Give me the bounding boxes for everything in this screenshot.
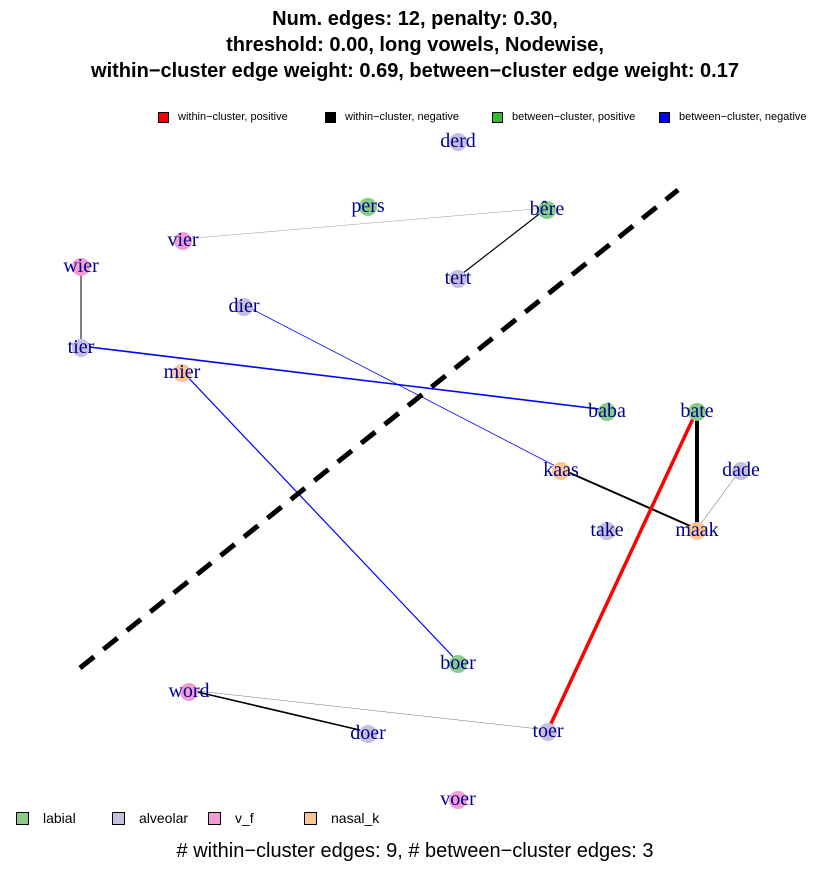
legend-swatch-black bbox=[325, 111, 336, 123]
cluster-swatch-v-f bbox=[208, 811, 221, 825]
node-dot-0 bbox=[449, 133, 467, 151]
node-16: word bbox=[168, 680, 209, 702]
cluster-legend-v-f: v_f bbox=[208, 810, 254, 826]
node-dot-1 bbox=[359, 198, 377, 216]
node-dot-6 bbox=[235, 298, 253, 316]
node-9: baba bbox=[588, 400, 626, 422]
node-label-14: maak bbox=[675, 519, 718, 541]
node-label-2: bêre bbox=[530, 198, 565, 220]
plot-title: Num. edges: 12, penalty: 0.30, threshold… bbox=[0, 6, 830, 84]
title-line-2: threshold: 0.00, long vowels, Nodewise, bbox=[226, 34, 604, 56]
node-dot-4 bbox=[72, 258, 90, 276]
node-5: tert bbox=[445, 267, 472, 289]
node-dot-17 bbox=[359, 725, 377, 743]
node-15: boer bbox=[440, 652, 476, 674]
node-6: dier bbox=[228, 295, 259, 317]
node-label-17: doer bbox=[350, 722, 386, 744]
node-label-3: vier bbox=[167, 229, 198, 251]
cluster-legend-nasal-k: nasal_k bbox=[304, 810, 379, 826]
cluster-legend-labial: labial bbox=[16, 810, 76, 826]
node-dot-10 bbox=[688, 403, 706, 421]
edge-9 bbox=[546, 409, 699, 731]
node-3: vier bbox=[167, 229, 198, 251]
edge-10 bbox=[188, 689, 369, 733]
edge-6 bbox=[560, 468, 698, 530]
node-13: take bbox=[590, 519, 623, 541]
edge-3 bbox=[80, 345, 608, 411]
nodes-layer: derd pers bêre vier wier tert dier tier mier baba… bbox=[63, 130, 760, 810]
node-18: toer bbox=[532, 720, 563, 742]
node-dot-13 bbox=[598, 522, 616, 540]
node-dot-18 bbox=[539, 723, 557, 741]
node-dot-3 bbox=[174, 232, 192, 250]
node-dot-15 bbox=[449, 655, 467, 673]
node-4: wier bbox=[63, 255, 99, 277]
node-label-5: tert bbox=[445, 267, 472, 289]
legend-item-between-negative: between−cluster, negative bbox=[659, 111, 807, 123]
cluster-legend-alveolar: alveolar bbox=[112, 810, 188, 826]
node-label-16: word bbox=[168, 680, 209, 702]
node-1: pers bbox=[351, 195, 385, 217]
node-dot-16 bbox=[180, 683, 198, 701]
edge-count-footer: # within−cluster edges: 9, # between−clu… bbox=[176, 840, 654, 862]
edge-11 bbox=[188, 689, 549, 731]
node-dot-9 bbox=[598, 403, 616, 421]
node-label-18: toer bbox=[532, 720, 563, 742]
edge-5 bbox=[181, 370, 459, 663]
node-label-9: baba bbox=[588, 400, 626, 422]
edges-layer bbox=[80, 207, 742, 733]
node-label-0: derd bbox=[440, 130, 476, 152]
legend-item-between-positive: between−cluster, positive bbox=[492, 111, 635, 123]
cluster-swatch-labial bbox=[16, 811, 29, 825]
node-label-11: kaas bbox=[543, 459, 579, 481]
cluster-swatch-nasal-k bbox=[304, 811, 317, 825]
node-label-19: voer bbox=[440, 788, 476, 810]
node-dot-11 bbox=[552, 462, 570, 480]
node-dot-7 bbox=[72, 339, 90, 357]
node-label-4: wier bbox=[63, 255, 99, 277]
edge-1 bbox=[457, 207, 548, 278]
legend-swatch-red bbox=[158, 111, 169, 123]
node-17: doer bbox=[350, 722, 386, 744]
node-dot-5 bbox=[449, 270, 467, 288]
title-line-1: Num. edges: 12, penalty: 0.30, bbox=[272, 8, 558, 30]
cluster-swatch-alveolar bbox=[112, 811, 125, 825]
cluster-separator-line bbox=[78, 188, 680, 670]
node-dot-12 bbox=[732, 462, 750, 480]
node-label-8: mier bbox=[164, 361, 201, 383]
legend-item-within-positive: within−cluster, positive bbox=[158, 111, 288, 123]
node-label-1: pers bbox=[351, 195, 385, 217]
title-line-3: within−cluster edge weight: 0.69, betwee… bbox=[91, 60, 739, 82]
node-dot-14 bbox=[688, 522, 706, 540]
node-14: maak bbox=[675, 519, 718, 541]
node-11: kaas bbox=[543, 459, 579, 481]
legend-swatch-green bbox=[492, 111, 503, 123]
node-label-10: bate bbox=[680, 400, 713, 422]
node-label-12: dade bbox=[722, 459, 760, 481]
node-dot-8 bbox=[173, 364, 191, 382]
legend-item-within-negative: within−cluster, negative bbox=[325, 111, 459, 123]
node-8: mier bbox=[164, 361, 201, 383]
edge-8 bbox=[696, 468, 742, 530]
legend-swatch-blue bbox=[659, 111, 670, 123]
node-12: dade bbox=[722, 459, 760, 481]
edge-4 bbox=[243, 304, 562, 470]
node-0: derd bbox=[440, 130, 476, 152]
edge-0 bbox=[182, 207, 548, 240]
node-dot-2 bbox=[538, 201, 556, 219]
node-label-13: take bbox=[590, 519, 623, 541]
node-10: bate bbox=[680, 400, 713, 422]
node-label-6: dier bbox=[228, 295, 259, 317]
node-2: bêre bbox=[530, 198, 565, 220]
node-19: voer bbox=[440, 788, 476, 810]
node-label-15: boer bbox=[440, 652, 476, 674]
node-label-7: tier bbox=[68, 336, 95, 358]
node-dot-19 bbox=[449, 791, 467, 809]
node-7: tier bbox=[68, 336, 95, 358]
